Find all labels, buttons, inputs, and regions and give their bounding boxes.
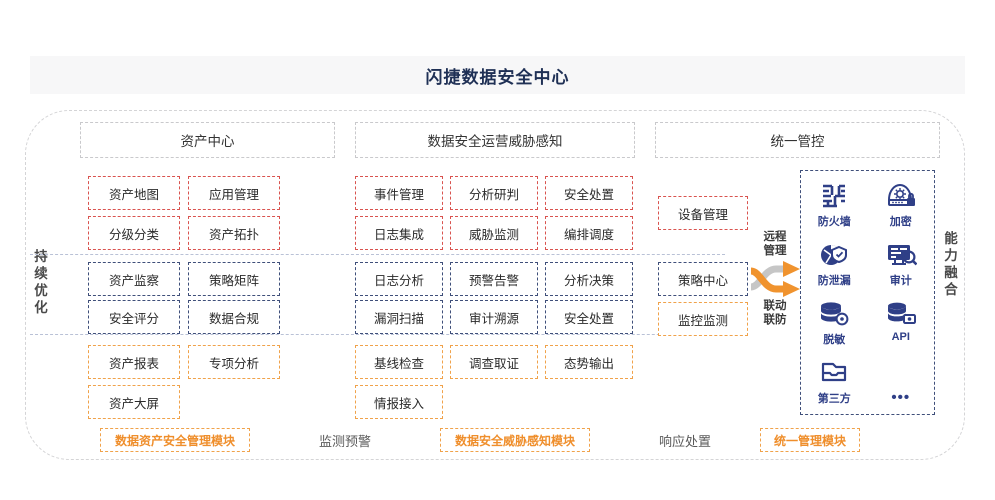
side-label-right: 能力融合 [944,231,958,297]
module-chip[interactable]: 编排调度 [545,216,633,250]
module-chip[interactable]: 数据合规 [188,300,280,334]
module-chip[interactable]: 策略矩阵 [188,262,280,296]
page-title: 闪捷数据安全中心 [425,67,570,87]
module-chip[interactable]: 分级分类 [88,216,180,250]
module-chip[interactable]: 事件管理 [355,176,443,210]
arrow-label-remote-management: 远程 管理 [754,230,796,258]
arrow-label-linkage-line1: 联动 [763,300,787,312]
module-chip[interactable]: 专项分析 [188,345,280,379]
dlp-icon [818,238,850,271]
module-chip[interactable]: 分析研判 [450,176,538,210]
module-chip[interactable]: 安全评分 [88,300,180,334]
encryption-icon [885,179,917,212]
architecture-frame [25,110,965,460]
arrow-label-linkage-defense: 联动 联防 [754,299,796,327]
module-chip[interactable]: 审计溯源 [450,300,538,334]
arrow-label-remote-line2: 管理 [763,245,787,257]
api-icon [886,297,916,330]
capability-item-dlp[interactable]: 防泄漏 [801,238,868,295]
module-chip[interactable]: 漏洞扫描 [355,300,443,334]
capability-label: 防泄漏 [817,275,851,287]
column-header-data-security-ops[interactable]: 数据安全运营威胁感知 [355,122,635,158]
masking-icon [819,297,849,330]
capability-label: 防火墙 [817,216,851,228]
audit-icon [885,238,917,271]
page-title-bar: 闪捷数据安全中心 [30,56,965,94]
capability-item-more[interactable]: ••• [868,356,935,413]
cross-arrows-icon [750,259,802,299]
module-chip[interactable]: 日志分析 [355,262,443,296]
module-chip[interactable]: 应用管理 [188,176,280,210]
column-header-asset-center[interactable]: 资产中心 [80,122,335,158]
capability-item-api[interactable]: API [868,297,935,354]
side-label-left: 持续优化 [34,249,48,315]
arrow-label-remote-line1: 远程 [763,231,787,243]
bottom-stage-label-monitoring: 监测预警 [318,433,371,449]
capability-grid: 防火墙 加密 [801,179,934,413]
capability-label: 审计 [889,275,912,287]
capability-item-audit[interactable]: 审计 [868,238,935,295]
third-party-icon [819,356,849,389]
module-chip[interactable]: 安全处置 [545,300,633,334]
capability-item-firewall[interactable]: 防火墙 [801,179,868,236]
module-chip[interactable]: 策略中心 [658,262,748,296]
capability-label: 第三方 [817,393,851,405]
module-chip[interactable]: 监控监测 [658,302,748,336]
module-chip[interactable]: 资产大屏 [88,385,180,419]
capability-item-masking[interactable]: 脱敏 [801,297,868,354]
module-chip[interactable]: 日志集成 [355,216,443,250]
module-chip[interactable]: 基线检查 [355,345,443,379]
capability-label: ••• [891,389,911,406]
module-chip[interactable]: 设备管理 [658,196,748,230]
bottom-stage-label-response: 响应处置 [658,433,711,449]
capability-item-encryption[interactable]: 加密 [868,179,935,236]
capability-label: 加密 [889,216,912,228]
module-chip[interactable]: 资产地图 [88,176,180,210]
module-chip[interactable]: 分析决策 [545,262,633,296]
capability-panel: 防火墙 加密 [800,170,935,415]
bottom-module-chip-threat[interactable]: 数据安全威胁感知模块 [440,428,590,452]
module-chip[interactable]: 资产报表 [88,345,180,379]
arrow-label-linkage-line2: 联防 [763,314,787,326]
group-divider-2 [30,334,725,335]
module-chip[interactable]: 安全处置 [545,176,633,210]
module-chip[interactable]: 调查取证 [450,345,538,379]
firewall-icon [819,179,849,212]
module-chip[interactable]: 情报接入 [355,385,443,419]
capability-label: API [891,331,910,343]
column-header-unified-management[interactable]: 统一管控 [655,122,940,158]
module-chip[interactable]: 资产拓扑 [188,216,280,250]
bottom-module-chip-unified[interactable]: 统一管理模块 [760,428,860,452]
capability-item-third-party[interactable]: 第三方 [801,356,868,413]
module-chip[interactable]: 资产监察 [88,262,180,296]
module-chip[interactable]: 预警告警 [450,262,538,296]
module-chip[interactable]: 态势输出 [545,345,633,379]
capability-label: 脱敏 [823,334,846,346]
module-chip[interactable]: 威胁监测 [450,216,538,250]
group-divider-1 [30,254,725,255]
bottom-module-chip-asset[interactable]: 数据资产安全管理模块 [100,428,250,452]
